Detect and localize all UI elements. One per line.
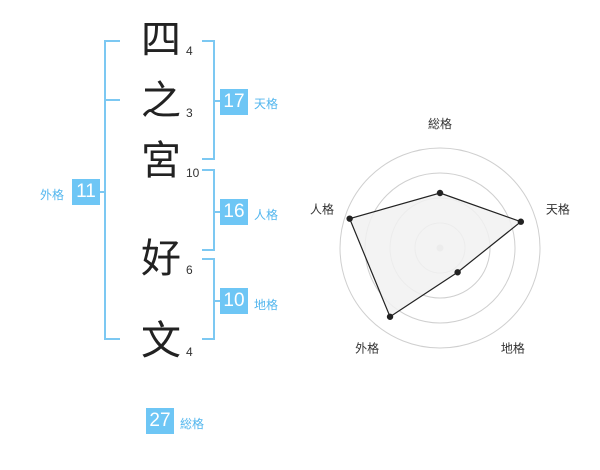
soukaku-label: 総格 xyxy=(180,417,205,431)
jinkaku-bracket xyxy=(202,169,215,251)
tenkaku-label: 天格 xyxy=(254,97,279,111)
chikaku-bracket xyxy=(202,258,215,340)
gaikaku-label: 外格 xyxy=(40,188,65,202)
gaikaku-value: 11 xyxy=(72,179,100,205)
radar-point-3 xyxy=(454,269,461,276)
radar-point-4 xyxy=(386,313,394,320)
radar-ring-4 xyxy=(339,147,541,349)
radar-axis-label-4: 外格 xyxy=(355,340,379,355)
tenkaku-value: 17 xyxy=(220,89,248,115)
stroke-count-5: 4 xyxy=(186,345,193,359)
radar-point-1 xyxy=(436,189,444,197)
radar-axis-label-1: 総格 xyxy=(428,116,452,131)
name-char-5: 文 xyxy=(141,318,181,364)
chikaku-label: 地格 xyxy=(254,298,279,312)
stroke-count-4: 6 xyxy=(186,263,193,277)
name-char-2: 之 xyxy=(141,78,181,124)
gaikaku-bracket xyxy=(104,40,120,340)
radar-point-2 xyxy=(517,218,525,225)
stroke-count-2: 3 xyxy=(186,106,193,120)
name-char-3: 宮 xyxy=(141,138,181,184)
soukaku-value: 27 xyxy=(146,408,174,434)
name-char-4: 好 xyxy=(141,236,181,282)
radar-axis-label-5: 人格 xyxy=(310,202,334,217)
radar-axis-label-2: 天格 xyxy=(546,202,570,217)
jinkaku-label: 人格 xyxy=(254,208,279,222)
radar-point-5 xyxy=(346,215,353,222)
stroke-count-3: 10 xyxy=(186,166,200,180)
name-char-1: 四 xyxy=(141,17,181,63)
stroke-count-1: 4 xyxy=(186,44,193,58)
chikaku-value: 10 xyxy=(220,288,248,314)
radar-series-polygon xyxy=(348,192,523,318)
jinkaku-value: 16 xyxy=(220,199,248,225)
tenkaku-bracket xyxy=(202,40,215,160)
radar-axis-label-3: 地格 xyxy=(501,340,525,355)
